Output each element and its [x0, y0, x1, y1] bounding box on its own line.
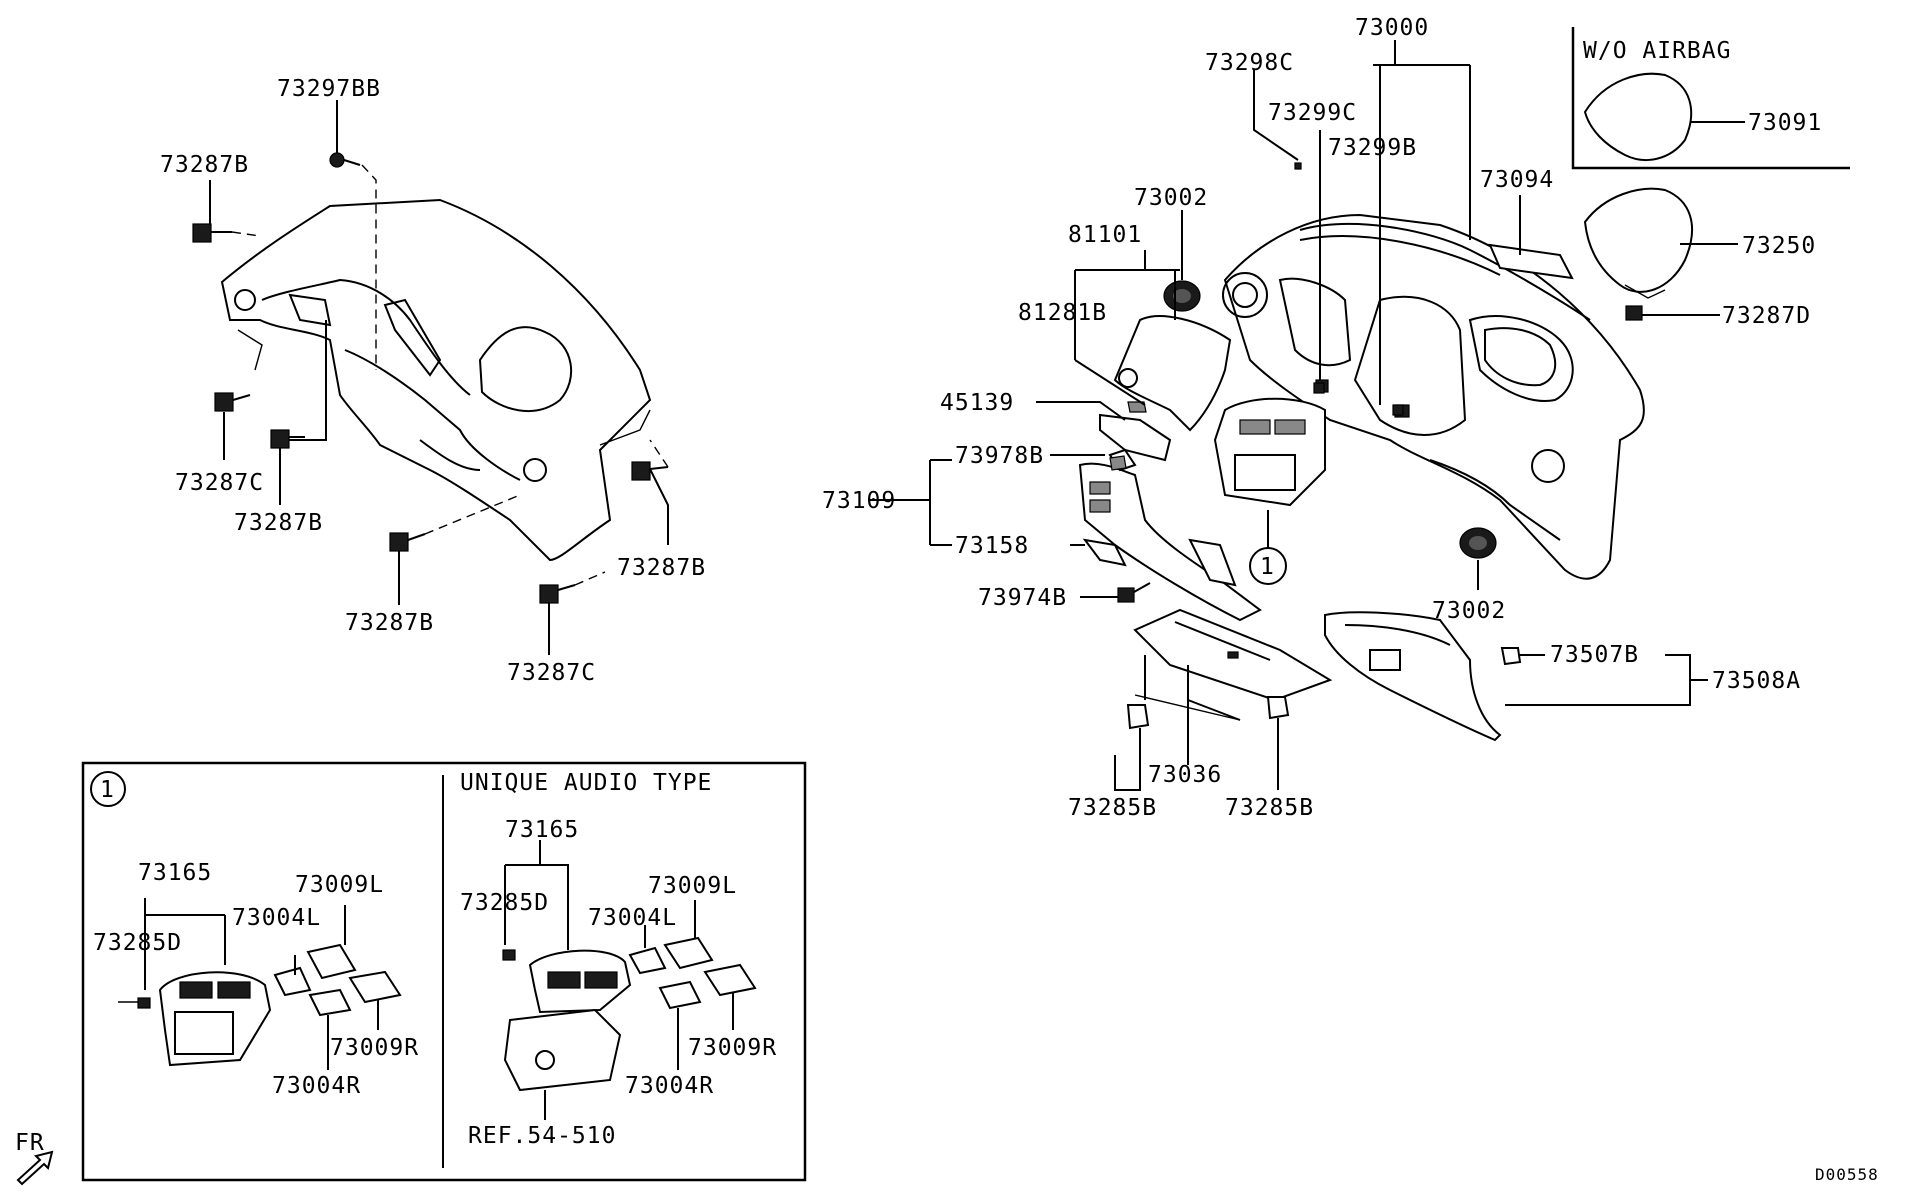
bolt-73287B-c — [389, 532, 426, 552]
callout-1-inset-number: 1 — [100, 777, 115, 803]
label-73250: 73250 — [1742, 233, 1816, 259]
label-73508A: 73508A — [1712, 668, 1801, 694]
bolt-73287D — [1625, 305, 1643, 321]
inset-standard-parts — [118, 898, 402, 1070]
meter-hood-81101 — [1113, 315, 1232, 432]
label-73507B: 73507B — [1550, 642, 1639, 668]
inset-label-73285D: 73285D — [93, 930, 182, 956]
side-register-73002-right — [1459, 527, 1497, 559]
label-81101: 81101 — [1068, 222, 1142, 248]
inset-ua-label-73004L: 73004L — [588, 905, 677, 931]
clip-73285B-b — [1266, 696, 1290, 720]
inset-ua-label-73165: 73165 — [505, 817, 579, 843]
label-73002-a: 73002 — [1134, 185, 1208, 211]
callout-1-main: 1 — [1249, 510, 1287, 585]
bracket-45139 — [1099, 413, 1172, 462]
label-73287D: 73287D — [1722, 303, 1811, 329]
leader-lines-right — [870, 40, 1738, 791]
inset-ua-label-73004R: 73004R — [625, 1073, 714, 1099]
label-73287B-a: 73287B — [160, 152, 249, 178]
fastener-73978B — [1109, 455, 1127, 471]
lid-73250 — [1583, 187, 1694, 299]
inset-ua-label-73285D: 73285D — [460, 890, 549, 916]
label-73287B-b: 73287B — [234, 510, 323, 536]
label-73094: 73094 — [1480, 167, 1554, 193]
inset-label-73009R: 73009R — [330, 1035, 419, 1061]
label-81281B: 81281B — [1018, 300, 1107, 326]
inset-ua-label-73009L: 73009L — [648, 873, 737, 899]
label-73002-b: 73002 — [1432, 598, 1506, 624]
inset-label-73004R: 73004R — [272, 1073, 361, 1099]
label-73285B-b: 73285B — [1225, 795, 1314, 821]
leader-lines-left — [209, 100, 669, 655]
bolt-73297BB — [329, 152, 361, 168]
wo-airbag-box: W/O AIRBAG 73091 — [1571, 27, 1850, 170]
label-73091: 73091 — [1748, 110, 1822, 136]
label-73109: 73109 — [822, 488, 896, 514]
label-73978B: 73978B — [955, 443, 1044, 469]
fastener-73298C — [1294, 162, 1302, 170]
inset-label-73165: 73165 — [138, 860, 212, 886]
label-73036: 73036 — [1148, 762, 1222, 788]
label-73299C: 73299C — [1268, 100, 1357, 126]
instrument-panel-assembly — [1222, 213, 1645, 580]
bolt-73287C-a — [214, 392, 251, 412]
center-register-panel — [1213, 397, 1326, 507]
fastener-73299C — [1313, 382, 1325, 394]
label-73287B-c: 73287B — [345, 610, 434, 636]
fastener-73299B — [1392, 404, 1404, 416]
inset-label-73004L: 73004L — [232, 905, 321, 931]
glove-box-73508A — [1324, 611, 1502, 742]
callout-1-main-number: 1 — [1260, 554, 1275, 580]
label-73287C-b: 73287C — [507, 660, 596, 686]
bolt-73287B-a — [192, 223, 232, 243]
inset-label-73009L: 73009L — [295, 872, 384, 898]
bolt-73974B — [1117, 582, 1151, 603]
front-marker-label: FR — [15, 1130, 45, 1156]
label-73285B-a: 73285B — [1068, 795, 1157, 821]
inset-unique-audio-parts — [502, 840, 757, 1120]
lower-cover-73036 — [1133, 608, 1333, 702]
label-73287B-d: 73287B — [617, 555, 706, 581]
pad-73094 — [1488, 243, 1574, 280]
clip-73507B — [1500, 647, 1522, 666]
bolt-73287C-b — [539, 584, 576, 604]
unique-audio-heading: UNIQUE AUDIO TYPE — [460, 770, 712, 796]
wo-airbag-heading: W/O AIRBAG — [1583, 38, 1731, 64]
label-73287C-a: 73287C — [175, 470, 264, 496]
label-73000: 73000 — [1355, 15, 1429, 41]
label-73297BB: 73297BB — [277, 76, 381, 102]
label-73158: 73158 — [955, 533, 1029, 559]
side-register-73002-left — [1163, 280, 1201, 312]
lower-panel-73109 — [1078, 448, 1262, 622]
label-73298C: 73298C — [1205, 50, 1294, 76]
clip-73285B-a — [1126, 704, 1150, 730]
inset-ua-ref-label: REF.54-510 — [468, 1123, 616, 1149]
panel-reinforcement-assembly — [220, 198, 652, 562]
inset-ua-label-73009R: 73009R — [688, 1035, 777, 1061]
front-direction-marker: FR — [15, 1130, 54, 1186]
diagram-code: D00558 — [1815, 1165, 1879, 1184]
label-73974B: 73974B — [978, 585, 1067, 611]
label-73299B: 73299B — [1328, 135, 1417, 161]
front-arrow-icon — [16, 1150, 54, 1186]
inset-box: 1 UNIQUE AUDIO TYPE — [81, 761, 807, 1182]
label-45139: 45139 — [940, 390, 1014, 416]
